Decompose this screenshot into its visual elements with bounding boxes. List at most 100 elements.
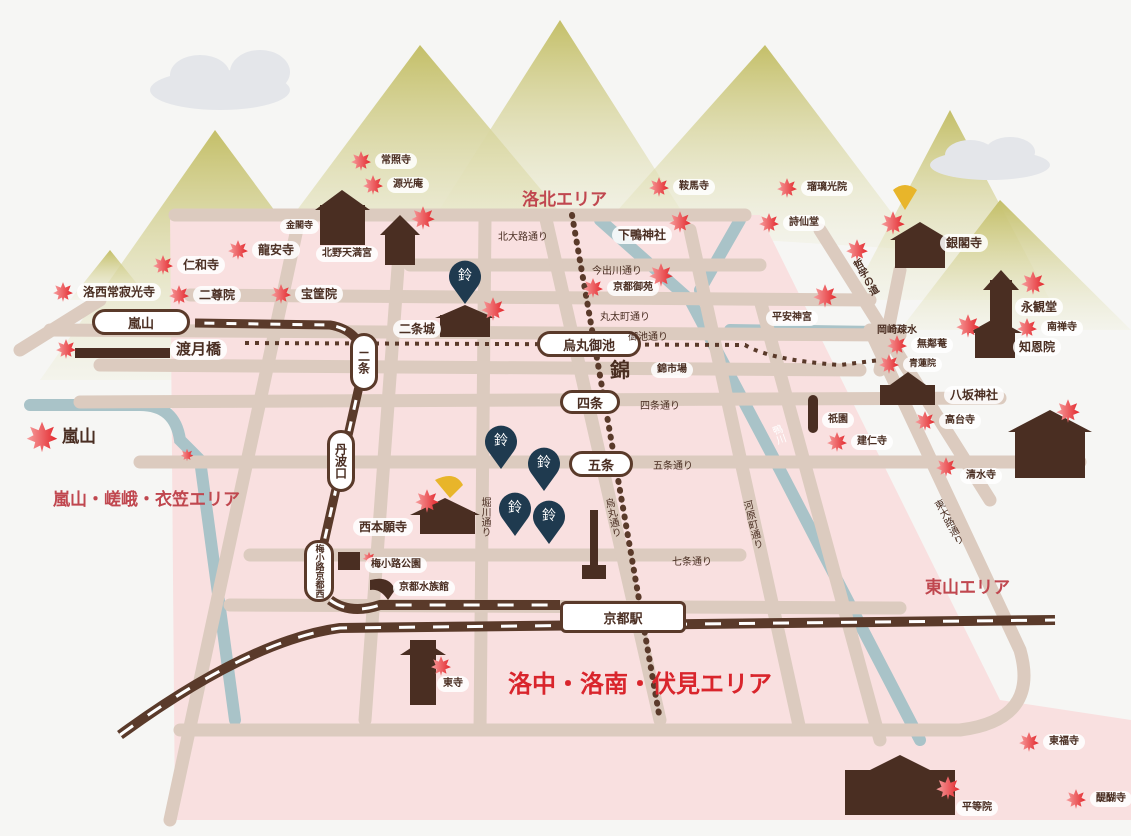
- road-shichijo: 七条通り: [672, 557, 712, 568]
- spot-joshoji[interactable]: 常照寺: [350, 150, 417, 172]
- spot-heian-jingu[interactable]: 平安神宮: [766, 310, 818, 326]
- spot-gion[interactable]: 祇園: [822, 412, 854, 428]
- spot-kenninji[interactable]: 建仁寺: [826, 431, 893, 453]
- station-nijo[interactable]: 二条: [350, 333, 378, 391]
- spot-shorenin[interactable]: 青蓮院: [878, 353, 943, 375]
- spot-genkoan[interactable]: 源光庵: [362, 174, 429, 196]
- svg-text:鈴: 鈴: [537, 455, 551, 471]
- area-higashiyama: 東山エリア: [925, 578, 1010, 598]
- station-shijo[interactable]: 四条: [560, 390, 620, 414]
- spot-jojakkoji[interactable]: 洛西常寂光寺: [52, 281, 162, 303]
- spot-kodaiji[interactable]: 高台寺: [914, 410, 981, 432]
- road-gojo: 五条通り: [653, 461, 693, 472]
- maple-icon: [168, 284, 190, 306]
- maple-icon: [668, 210, 692, 234]
- spot-nisonin[interactable]: 二尊院: [168, 284, 242, 306]
- road-marutamachi: 丸太町通り: [600, 312, 650, 323]
- spot-shisendo[interactable]: 詩仙堂: [758, 212, 825, 234]
- maple-icon: [430, 655, 452, 677]
- svg-text:鈴: 鈴: [458, 268, 472, 284]
- maple-icon: [152, 254, 174, 276]
- landmarks: [75, 190, 1092, 815]
- maple-icon: [845, 238, 869, 262]
- maple-icon: [914, 410, 936, 432]
- maple-icon: [362, 174, 384, 196]
- area-arashiyama: 嵐山・嵯峨・衣笠エリア: [53, 490, 240, 510]
- maple-icon: [776, 177, 798, 199]
- spot-ninnaji[interactable]: 仁和寺: [152, 254, 226, 276]
- road-kitaoji: 北大路通り: [498, 232, 548, 243]
- spot-togetsukyo[interactable]: 渡月橋: [55, 338, 228, 360]
- spot-arashiyama[interactable]: 嵐山: [25, 420, 96, 454]
- station-karasuma-oike[interactable]: 烏丸御池: [537, 331, 641, 357]
- maple-icon: [648, 262, 674, 288]
- shop-pin-icon[interactable]: 鈴: [527, 445, 561, 491]
- maple-icon: [648, 176, 670, 198]
- road-oike: 御池通り: [628, 332, 668, 343]
- spot-nijojo[interactable]: 二条城: [393, 320, 442, 338]
- station-kyoto[interactable]: 京都駅: [560, 601, 686, 633]
- shop-pin-icon[interactable]: 鈴: [532, 498, 566, 544]
- spot-daigoji[interactable]: 醍醐寺: [1065, 788, 1131, 810]
- spot-murinan[interactable]: 無鄰菴: [886, 334, 953, 356]
- maple-icon: [410, 205, 436, 231]
- svg-text:鈴: 鈴: [508, 500, 522, 516]
- station-umekoji-kyotonishi[interactable]: 梅小路京都西: [304, 540, 334, 602]
- maple-icon: [1020, 270, 1046, 296]
- maple-icon: [25, 420, 59, 454]
- spot-kyoto-gyoen[interactable]: 京都御苑: [582, 277, 659, 299]
- spot-tofukuji[interactable]: 東福寺: [1018, 731, 1085, 753]
- maple-icon: [227, 239, 249, 261]
- station-gojo[interactable]: 五条: [569, 451, 633, 477]
- spot-yasaka-jinja[interactable]: 八坂神社: [944, 386, 1005, 404]
- maple-icon: [758, 212, 780, 234]
- maple-icon: [878, 353, 900, 375]
- area-rakuchu: 洛中・洛南・伏見エリア: [508, 670, 772, 698]
- maple-icon: [1016, 317, 1038, 339]
- maple-icon: [480, 296, 506, 322]
- nishiki-logo-icon: 錦: [610, 358, 630, 382]
- spot-nishiki-market[interactable]: 錦錦市場: [610, 360, 693, 380]
- shop-pin-icon[interactable]: 鈴: [448, 258, 482, 304]
- spot-rurikoin[interactable]: 瑠璃光院: [776, 177, 853, 199]
- subway-lines: [244, 212, 881, 723]
- maple-icon: [880, 210, 906, 236]
- maple-icon: [414, 488, 440, 514]
- spot-kinkakuji[interactable]: 金閣寺: [280, 219, 320, 234]
- spot-chionin[interactable]: 知恩院: [1013, 338, 1062, 356]
- maple-icon: [812, 283, 838, 309]
- maple-icon: [1055, 398, 1081, 424]
- maple-icon: [1065, 788, 1087, 810]
- spot-byodoin[interactable]: 平等院: [935, 760, 998, 816]
- maple-icon: [955, 313, 981, 339]
- shop-pin-icon[interactable]: 鈴: [498, 490, 532, 536]
- road-horikawa: 堀川通り: [479, 497, 490, 537]
- spot-kyoto-aquarium[interactable]: 京都水族館: [393, 580, 455, 596]
- spot-umekoji-park[interactable]: 梅小路公園: [362, 543, 427, 573]
- road-shijo: 四条通り: [640, 401, 680, 412]
- maple-icon: [1018, 731, 1040, 753]
- maple-icon: [935, 775, 961, 801]
- spot-nishi-honganji[interactable]: 西本願寺: [353, 518, 414, 536]
- station-arashiyama[interactable]: 嵐山: [92, 309, 190, 335]
- spot-nanzenji[interactable]: 南禅寺: [1016, 317, 1083, 339]
- spot-ginkakuji[interactable]: 銀閣寺: [940, 234, 989, 252]
- okazaki-canal: 岡崎疎水: [877, 325, 917, 336]
- road-imadegawa: 今出川通り: [592, 266, 642, 277]
- maple-icon: [180, 448, 194, 462]
- maple-icon: [52, 281, 74, 303]
- spot-hokyoin[interactable]: 宝筐院: [270, 283, 344, 305]
- spot-eikando[interactable]: 永観堂: [1015, 298, 1064, 316]
- spot-ryoanji[interactable]: 龍安寺: [227, 239, 301, 261]
- shop-pin-icon[interactable]: 鈴: [484, 423, 518, 469]
- area-rakuhoku: 洛北エリア: [522, 190, 607, 210]
- spot-kuramadera[interactable]: 鞍馬寺: [648, 176, 715, 198]
- maple-icon: [55, 338, 77, 360]
- maple-icon: [350, 150, 372, 172]
- spot-shimogamo[interactable]: 下鴨神社: [612, 226, 673, 244]
- svg-text:鈴: 鈴: [542, 508, 556, 524]
- spot-kiyomizudera[interactable]: 清水寺: [935, 450, 1002, 484]
- spot-kitano-tenmangu[interactable]: 北野天満宮: [316, 246, 378, 262]
- station-tambaguchi[interactable]: 丹波口: [327, 430, 355, 492]
- spot-toji[interactable]: 東寺: [430, 640, 469, 692]
